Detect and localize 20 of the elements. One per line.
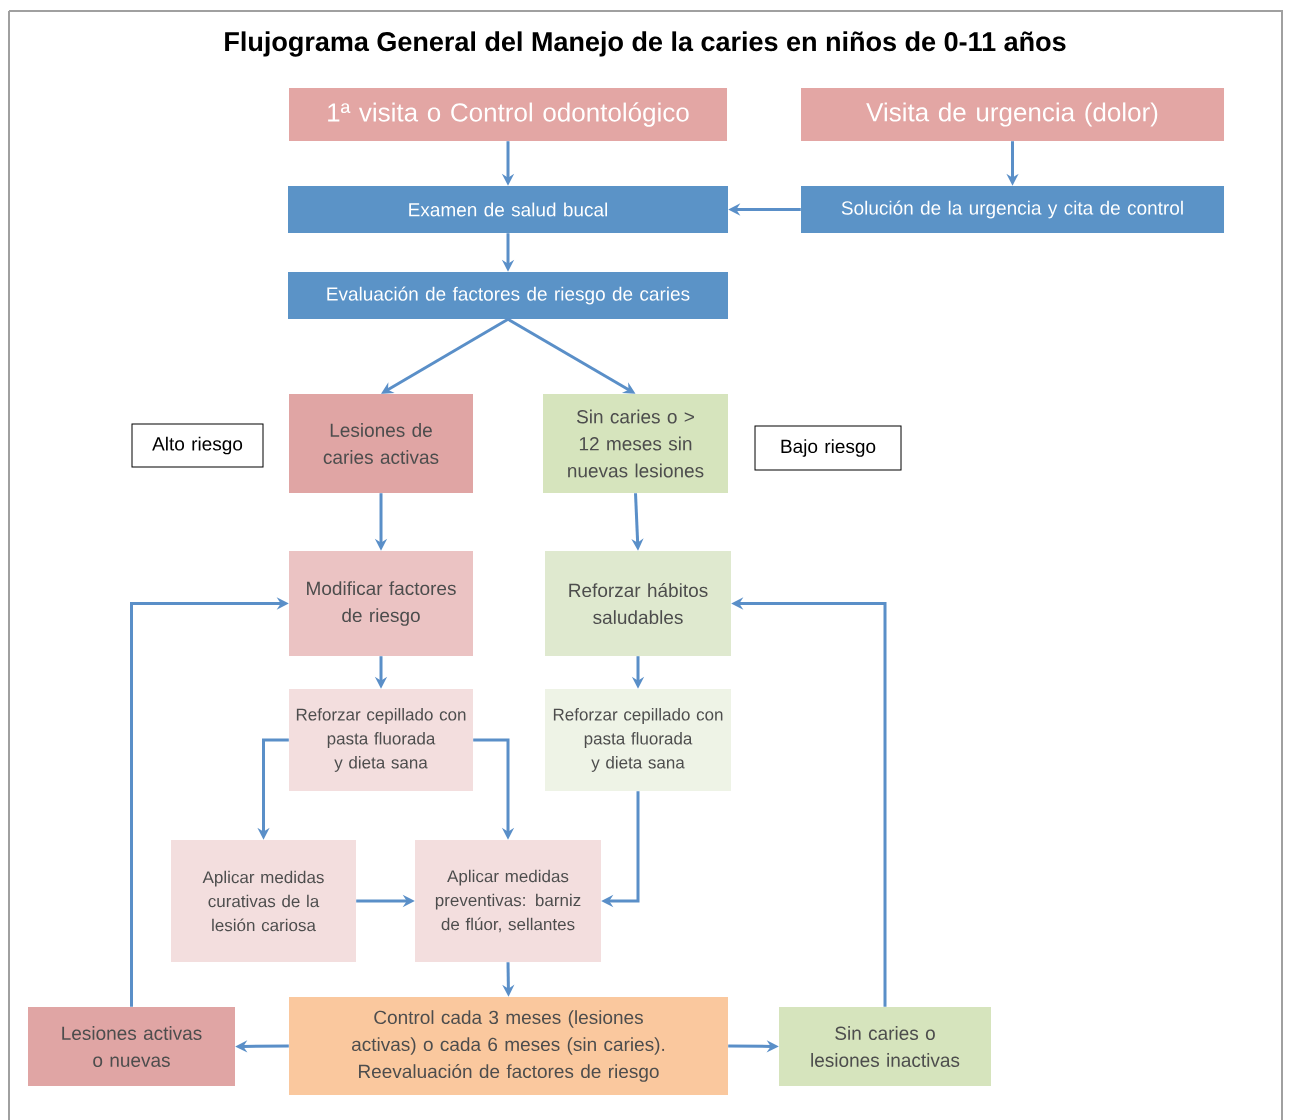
process-box: Sin caries o lesiones inactivas (779, 1007, 991, 1086)
process-box: Examen de salud bucal (288, 186, 728, 233)
process-box: Solución de la urgencia y cita de control (801, 186, 1224, 233)
process-box: Lesiones activas o nuevas (28, 1007, 235, 1086)
process-box: Visita de urgencia (dolor) (801, 88, 1224, 141)
process-box: Reforzar cepillado con pasta fluorada y dieta sana (545, 689, 731, 791)
process-box: Control cada 3 meses (lesiones activas) o cada 6 meses (sin caries). Reevaluación de factores de riesgo (289, 997, 728, 1095)
process-box: 1ª visita o Control odontológico (289, 88, 727, 141)
arrow (381, 317, 509, 394)
risk-label-box: Alto riesgo (131, 423, 264, 468)
process-box: Reforzar hábitos saludables (545, 551, 731, 656)
title: Flujograma General del Manejo de la caries en niños de 0-11 años (225, 31, 1066, 57)
process-box: Aplicar medidas curativas de la lesión cariosa (171, 840, 356, 962)
process-box: Aplicar medidas preventivas: barniz de flúor, sellantes (415, 840, 601, 962)
process-box: Modificar factores de riesgo (289, 551, 473, 656)
process-box: Lesiones de caries activas (289, 394, 473, 493)
process-box: Sin caries o > 12 meses sin nuevas lesiones (543, 394, 728, 493)
process-box: Evaluación de factores de riesgo de caries (288, 272, 728, 319)
process-box: Reforzar cepillado con pasta fluorada y dieta sana (289, 689, 473, 791)
risk-label-box: Bajo riesgo (754, 425, 902, 471)
